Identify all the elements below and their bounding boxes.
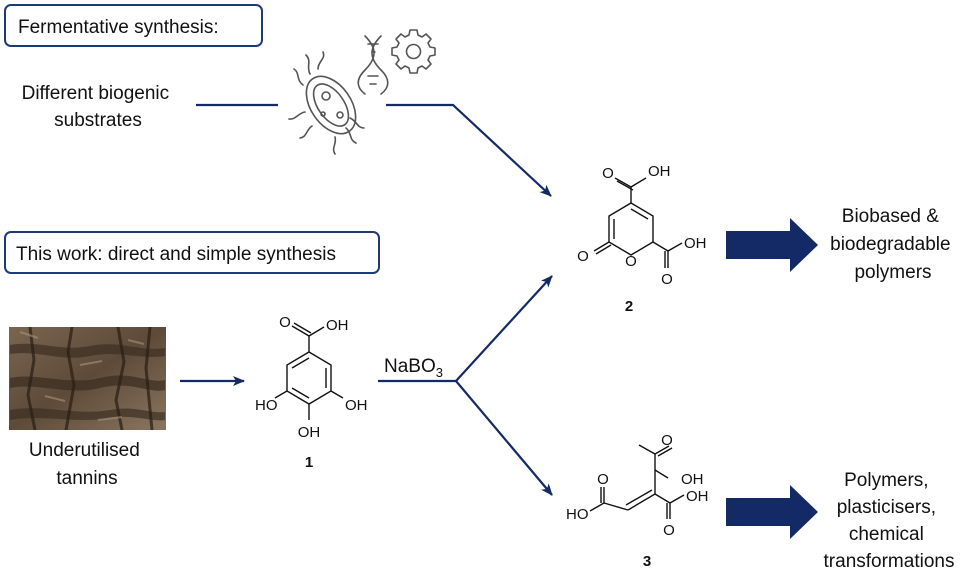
compound-2-o-lactone: O xyxy=(577,248,589,265)
compound-2-number: 2 xyxy=(625,298,633,315)
product-2-block-arrow xyxy=(726,218,818,272)
compound-3-ho-left: HO xyxy=(566,506,589,523)
branch-to-compound-3-arrow xyxy=(455,380,553,496)
fermentation-arrow xyxy=(386,103,552,197)
compound-2-o-top: O xyxy=(602,165,614,182)
this-work-header-box xyxy=(4,231,380,274)
biogenic-substrates-label: Different biogenic substrates xyxy=(22,83,175,131)
bacterium-icon xyxy=(288,51,365,155)
this-work-header: This work: direct and simple synthesis xyxy=(16,244,336,265)
product-3-block-arrow xyxy=(726,485,818,539)
compound-3-oh-right: OH xyxy=(686,488,709,505)
reagent-label: NaBO3 xyxy=(384,356,443,380)
compound-1-ho-left: HO xyxy=(255,397,278,414)
compound-3-oh-top: OH xyxy=(681,471,704,488)
fermentative-header: Fermentative synthesis: xyxy=(18,17,219,38)
compound-3-number: 3 xyxy=(643,553,651,570)
compound-2-o-ring: O xyxy=(625,253,637,270)
compound-3-o-right: O xyxy=(663,522,675,539)
compound-2-structure: O OH O O OH O xyxy=(577,163,706,288)
product-3-label: Polymers, plasticisers, chemical transfo… xyxy=(824,470,955,572)
compound-2-oh-top: OH xyxy=(648,163,671,180)
gear-icon xyxy=(391,29,436,74)
compound-1-oh-bottom: OH xyxy=(298,424,321,441)
tannins-label: Underutilised tannins xyxy=(29,440,145,489)
dna-icon xyxy=(357,35,389,95)
compound-3-structure: O OH OH O O HO xyxy=(566,432,709,539)
compound-1-o: O xyxy=(279,314,291,331)
compound-2-o-right: O xyxy=(661,271,673,288)
product-2-label: Biobased & biodegradable polymers xyxy=(830,206,956,283)
compound-1-oh-top: OH xyxy=(326,317,349,334)
branch-to-compound-2-arrow xyxy=(455,275,553,382)
compound-3-o-left: O xyxy=(597,471,609,488)
compound-1-oh-right: OH xyxy=(345,397,368,414)
bark-image xyxy=(9,327,166,430)
compound-2-oh-right: OH xyxy=(684,235,707,252)
compound-3-o-top: O xyxy=(661,432,673,449)
compound-1-structure: O OH HO OH OH xyxy=(255,314,368,441)
fermentative-header-box xyxy=(4,4,263,47)
compound-1-number: 1 xyxy=(305,454,313,471)
